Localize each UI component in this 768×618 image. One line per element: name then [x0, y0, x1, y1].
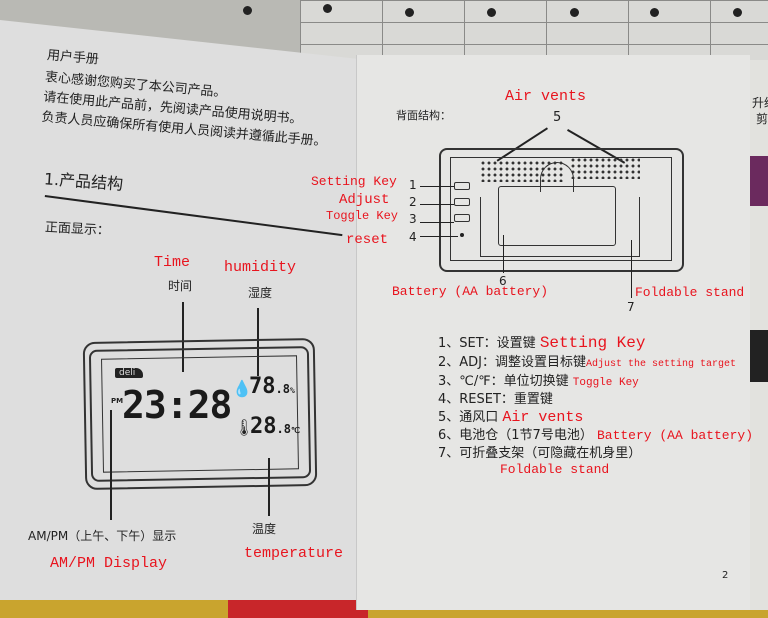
device-back [439, 148, 684, 272]
grid-dot [570, 8, 579, 17]
temp-label-cn: 温度 [252, 522, 277, 536]
leader-line [420, 186, 454, 187]
thermometer-icon: 🌡 [234, 418, 255, 437]
stand-leader-line [631, 240, 632, 298]
edge-text: 升级 [752, 96, 768, 110]
callout-number: 5 [553, 110, 562, 125]
back-structure-label: 背面结构： [396, 109, 451, 122]
humidity-leader-line [257, 308, 259, 376]
ampm-leader-line [110, 410, 112, 520]
reset-label: reset [346, 232, 389, 248]
setting-key-label: Setting Key [311, 174, 397, 189]
leader-line [420, 204, 454, 205]
temp-label-en: temperature [244, 545, 344, 562]
next-page-edge: 升级 剪 [750, 60, 768, 610]
list-item: 2、ADJ：调整设置目标键Adjust the setting target [438, 355, 737, 370]
device-back-inner [450, 157, 672, 261]
foldable-stand [480, 197, 640, 257]
temp-leader-line [268, 458, 270, 516]
list-item: 6、电池仓（1节7号电池） Battery (AA battery) [438, 428, 753, 443]
callout-number: 1 [409, 178, 417, 192]
grid-dot [650, 8, 659, 17]
flyer-red-block [228, 598, 368, 618]
grid-dot [323, 4, 332, 13]
list-item: 7、可折叠支架（可隐藏在机身里） [438, 446, 642, 461]
battery-label-en: Battery (AA battery) [392, 284, 549, 299]
edge-text: 剪 [756, 112, 768, 126]
adjust-label: Adjust [339, 192, 390, 208]
callout-number: 3 [409, 212, 417, 226]
brand-logo: deli [115, 368, 144, 378]
callout-number: 2 [409, 195, 417, 209]
reset-hole[interactable] [460, 233, 464, 237]
callout-number: 6 [499, 274, 507, 288]
ampm-indicator: PM [111, 397, 124, 405]
leader-line [420, 222, 454, 223]
list-item: 5、通风口 Air vents [438, 409, 584, 426]
time-label-cn: 时间 [168, 279, 193, 293]
set-key[interactable] [454, 182, 470, 190]
grid-dot [243, 6, 252, 15]
battery-compartment [498, 186, 616, 246]
humidity-display: 78.8% [249, 374, 295, 399]
grid-dot [405, 8, 414, 17]
toggle-key-label: Toggle Key [326, 209, 399, 223]
droplet-icon: 💧 [232, 379, 252, 398]
temperature-display: 28.8℃ [250, 414, 300, 439]
time-leader-line [182, 302, 184, 372]
stand-list-label-en: Foldable stand [500, 462, 610, 477]
time-label-en: Time [154, 254, 191, 271]
right-page [356, 55, 750, 610]
callout-number: 4 [409, 230, 417, 244]
humidity-label-en: humidity [224, 259, 297, 276]
adj-key[interactable] [454, 198, 470, 206]
list-item: 3、℃/℉：单位切换键 Toggle Key [438, 374, 639, 389]
list-item: 4、RESET：重置键 [438, 392, 553, 407]
grid-dot [487, 8, 496, 17]
left-page [0, 20, 368, 600]
front-display-label: 正面显示： [44, 220, 111, 239]
list-item: 1、SET：设置键 Setting Key [438, 334, 646, 352]
time-display: 23:28 [122, 383, 232, 427]
grid-dot [733, 8, 742, 17]
ampm-label-en: AM/PM Display [50, 555, 168, 572]
callout-number: 7 [627, 300, 635, 314]
stand-label-en: Foldable stand [635, 285, 745, 300]
air-vents-label-en: Air vents [505, 88, 587, 105]
page-number: 2 [722, 570, 729, 581]
unit-toggle-key[interactable] [454, 214, 470, 222]
ampm-label-cn: AM/PM（上午、下午）显示 [28, 529, 177, 543]
humidity-label-cn: 湿度 [248, 286, 273, 300]
battery-leader-line [503, 235, 504, 273]
air-vent-holes [570, 157, 640, 179]
leader-line [420, 236, 458, 237]
battery-latch [540, 162, 574, 192]
